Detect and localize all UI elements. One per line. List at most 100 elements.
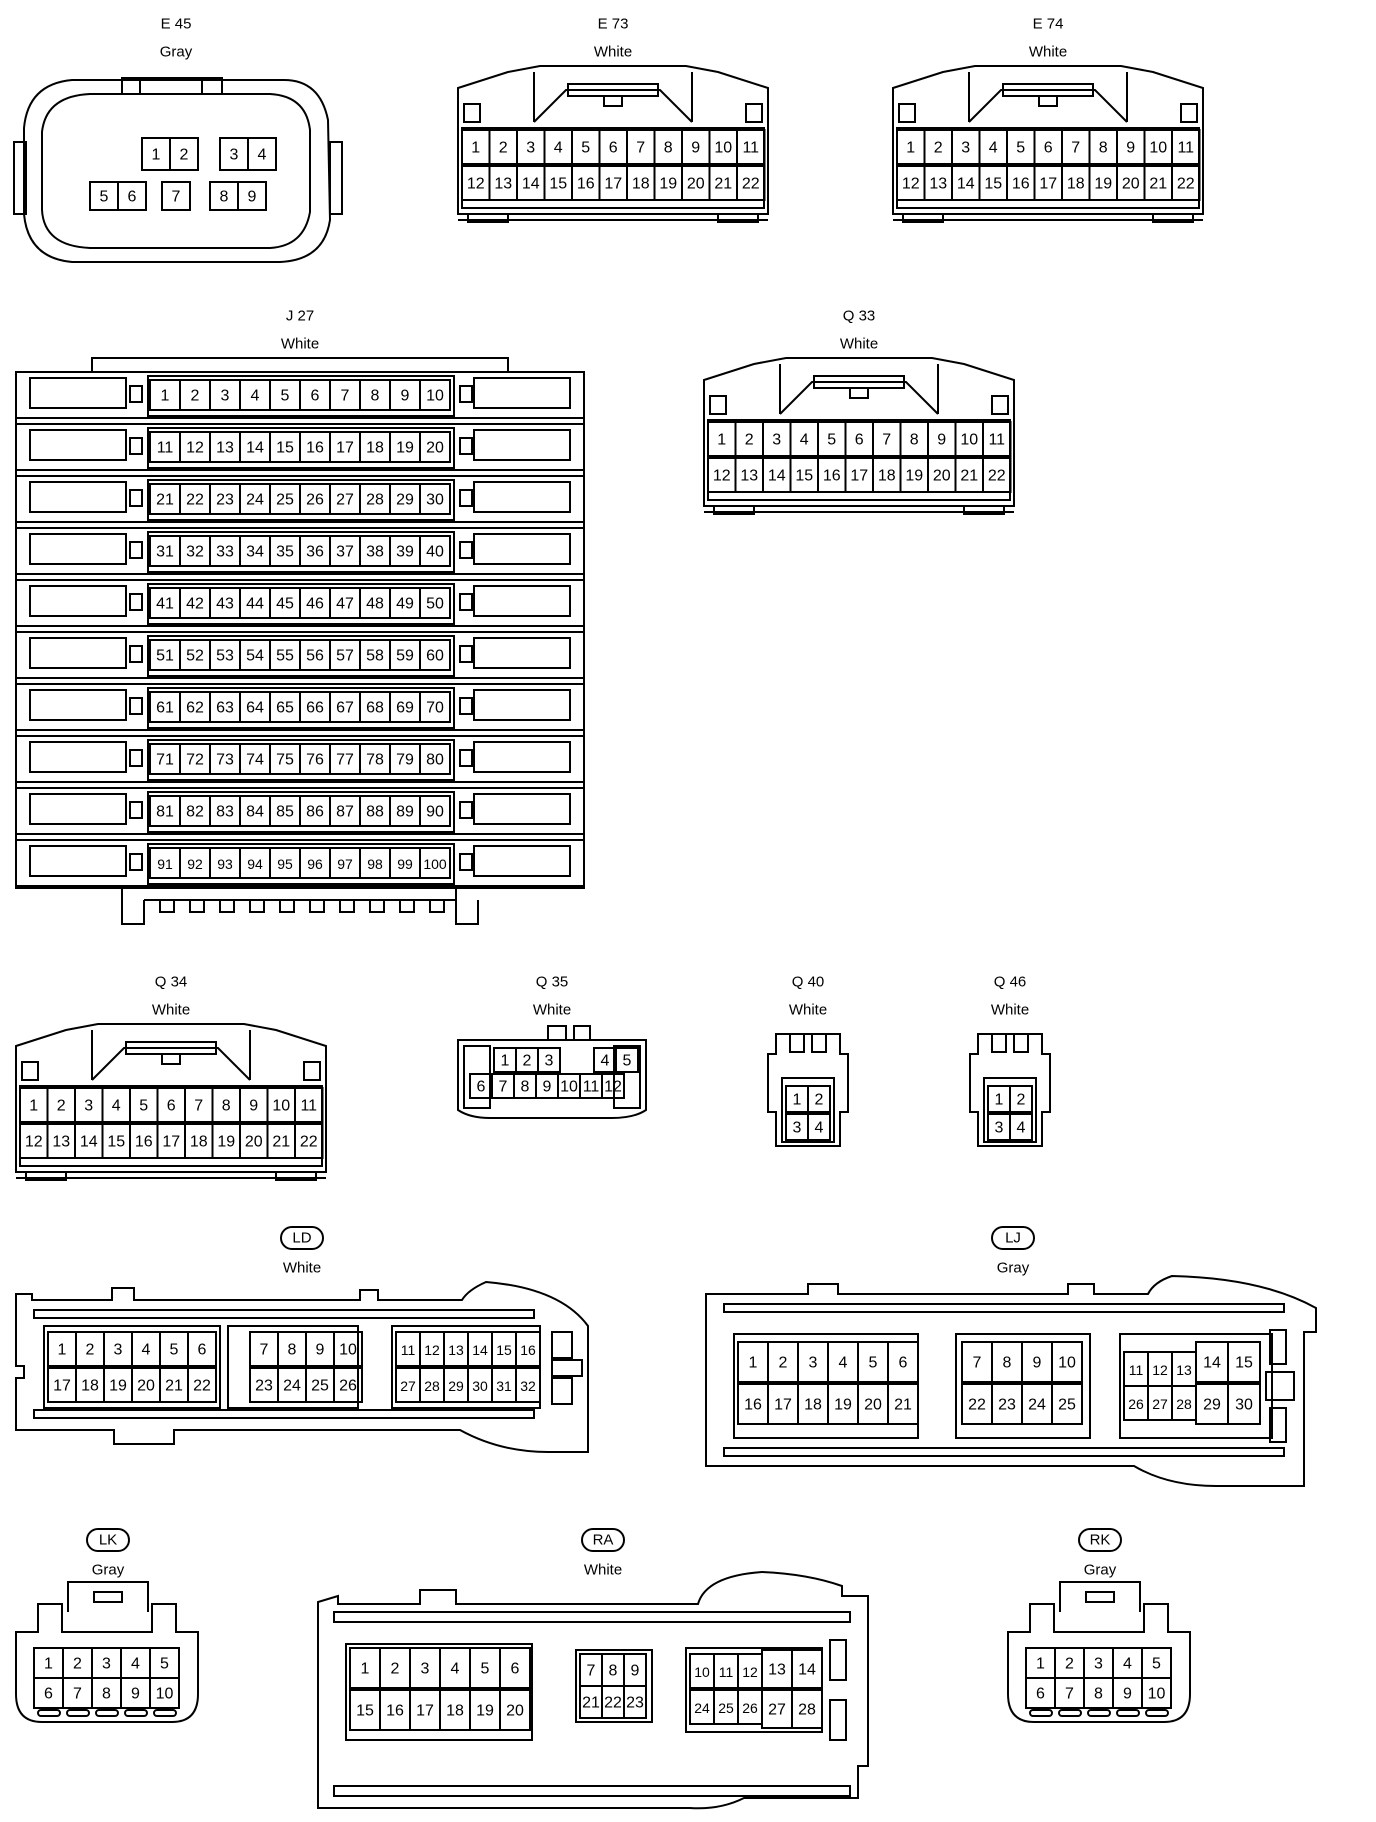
- pin-number: 29: [448, 1378, 464, 1394]
- housing-part: [29, 377, 127, 409]
- housing-part: [309, 899, 325, 913]
- pin-number: 7: [636, 140, 645, 157]
- pin-number: 19: [109, 1378, 127, 1395]
- housing-outline: [969, 1033, 1051, 1147]
- pin-number: 5: [170, 1342, 179, 1359]
- pin-number: 3: [84, 1098, 93, 1115]
- pin-number: 53: [216, 648, 234, 665]
- housing-part: [29, 585, 127, 617]
- housing-part: [29, 741, 127, 773]
- pin-number: 23: [998, 1397, 1016, 1414]
- housing-part: [811, 1033, 827, 1053]
- pin-number: 21: [714, 176, 732, 193]
- pin-number: 93: [217, 856, 233, 872]
- pin-number: 14: [472, 1342, 488, 1358]
- pin-number: 8: [1094, 1686, 1103, 1703]
- connector-code: RA: [593, 1532, 614, 1549]
- pin-cavity: [982, 421, 1012, 457]
- connector-code: E 45: [161, 16, 192, 33]
- pin-number: 2: [499, 140, 508, 157]
- pin-number: 79: [396, 752, 414, 769]
- pin-number: 11: [401, 1342, 416, 1358]
- connector-code: J 27: [286, 308, 314, 325]
- pin-number: 13: [216, 440, 234, 457]
- pin-number: 91: [157, 856, 173, 872]
- pin-number: 28: [424, 1378, 440, 1394]
- pin-number: 7: [1065, 1686, 1074, 1703]
- housing-part: [781, 1077, 835, 1143]
- pin-number: 46: [306, 596, 324, 613]
- pin-number: 100: [423, 856, 447, 872]
- pin-number: 3: [961, 140, 970, 157]
- housing-outline: [41, 93, 311, 249]
- pin-number: 10: [560, 1079, 578, 1096]
- pin-number: 2: [745, 432, 754, 449]
- pin-cavity: [149, 1677, 180, 1709]
- pin-number: 8: [609, 1663, 618, 1680]
- housing-part: [745, 103, 763, 123]
- pin-number: 12: [25, 1134, 43, 1151]
- pin-number: 59: [396, 648, 414, 665]
- pin-cavity: [419, 795, 451, 827]
- housing-part: [15, 631, 585, 679]
- housing-outline: [968, 72, 1128, 122]
- pin-number: 6: [128, 189, 137, 206]
- pin-cavity: [161, 181, 191, 211]
- pin-number: 12: [604, 1079, 622, 1096]
- housing-part: [37, 1709, 61, 1717]
- pin-number: 8: [220, 189, 229, 206]
- housing-part: [459, 593, 473, 611]
- housing-part: [15, 475, 585, 523]
- pin-number: 72: [186, 752, 204, 769]
- housing-outline: [15, 1023, 327, 1173]
- pin-number: 12: [742, 1664, 758, 1680]
- pin-number: 31: [496, 1378, 512, 1394]
- pin-number: 16: [577, 176, 595, 193]
- housing-part: [129, 697, 143, 715]
- housing-part: [473, 481, 571, 513]
- housing-part: [147, 427, 455, 469]
- pin-number: 13: [1176, 1362, 1192, 1378]
- pin-cavity: [419, 743, 451, 775]
- pin-number: 10: [339, 1342, 357, 1359]
- connector-color: White: [152, 1002, 190, 1019]
- pin-cavity: [419, 691, 451, 723]
- pin-number: 16: [306, 440, 324, 457]
- pin-number: 90: [426, 804, 444, 821]
- housing-part: [15, 371, 585, 419]
- pin-number: 6: [855, 432, 864, 449]
- pin-cavity: [537, 1047, 561, 1073]
- pin-number: 9: [131, 1686, 140, 1703]
- pin-number: 9: [1123, 1686, 1132, 1703]
- pin-cavity: [515, 1331, 541, 1367]
- pin-number: 9: [631, 1663, 640, 1680]
- pin-cavity: [1227, 1341, 1261, 1383]
- housing-part: [1058, 1709, 1082, 1717]
- housing-part: [473, 741, 571, 773]
- pin-number: 18: [1067, 176, 1085, 193]
- pin-number: 15: [496, 1342, 512, 1358]
- pin-number: 18: [878, 468, 896, 485]
- housing-outline: [121, 888, 479, 925]
- pin-number: 1: [152, 147, 161, 164]
- pin-number: 20: [506, 1703, 524, 1720]
- pin-number: 3: [230, 147, 239, 164]
- pin-number: 23: [255, 1378, 273, 1395]
- housing-part: [459, 853, 473, 871]
- pin-number: 21: [894, 1397, 912, 1414]
- pin-number: 6: [167, 1098, 176, 1115]
- pin-number: 9: [691, 140, 700, 157]
- connector-code: Q 34: [155, 974, 188, 991]
- pin-cavity: [333, 1331, 363, 1367]
- pin-number: 30: [426, 492, 444, 509]
- housing-part: [29, 533, 127, 565]
- housing-outline: [892, 65, 1204, 215]
- pin-cavity: [333, 1367, 363, 1403]
- pin-number: 17: [850, 468, 868, 485]
- pin-number: 10: [426, 388, 444, 405]
- pin-number: 9: [1033, 1355, 1042, 1372]
